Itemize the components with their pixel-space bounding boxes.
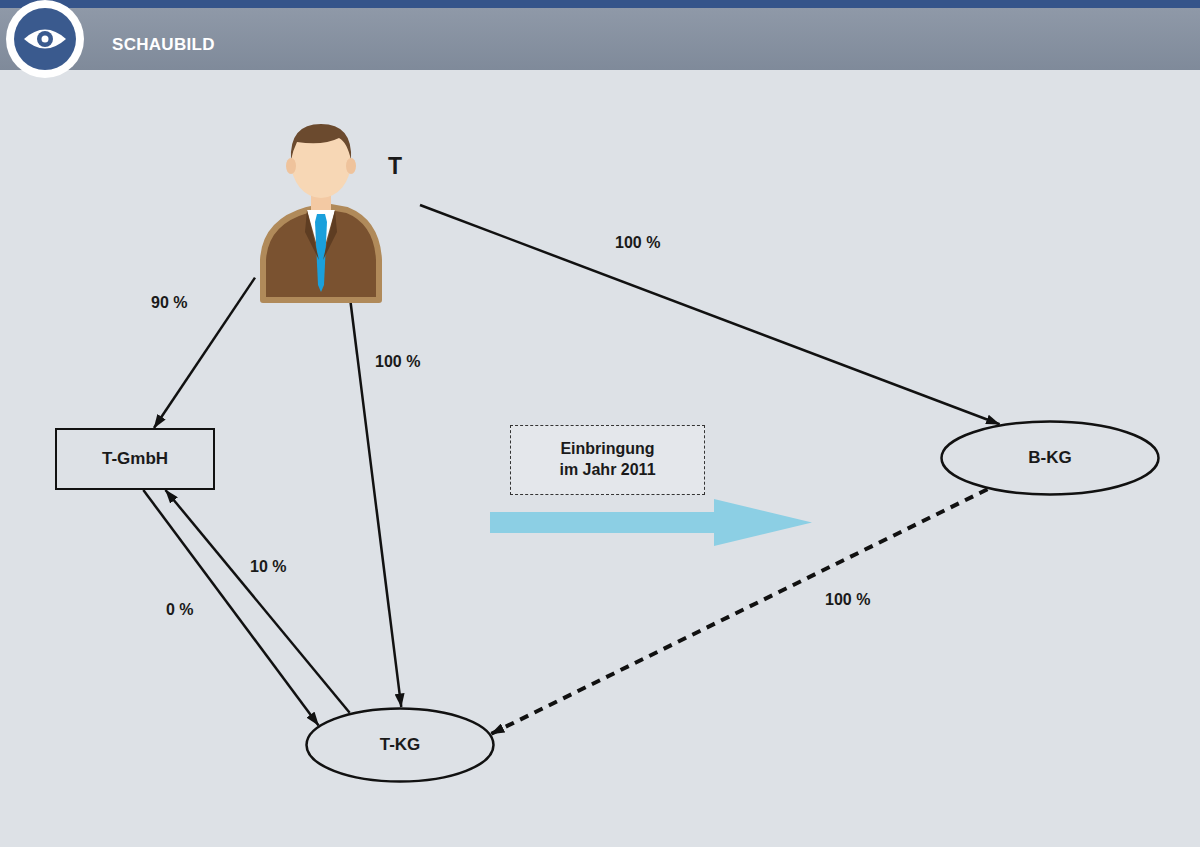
share-percentage: 0 % (163, 600, 197, 620)
ownership-arrow (143, 490, 318, 725)
header-bar (0, 8, 1200, 70)
node-label: T-GmbH (102, 448, 168, 470)
partnership-ellipse: B-KG (940, 420, 1160, 496)
node-label: B-KG (1028, 447, 1071, 469)
panel-title: SCHAUBILD (112, 35, 215, 55)
company-box: T-GmbH (55, 428, 215, 490)
note-box: Einbringung im Jahr 2011 (510, 425, 705, 495)
person-icon (255, 110, 420, 300)
node-label: T-KG (380, 734, 421, 756)
share-percentage: 100 % (612, 233, 663, 253)
share-percentage: 90 % (148, 293, 190, 313)
share-percentage: 100 % (822, 590, 873, 610)
partnership-ellipse: T-KG (305, 707, 495, 783)
share-percentage: 10 % (247, 557, 289, 577)
transfer-arrow (490, 499, 812, 546)
person-figure (263, 124, 379, 300)
header-strip (0, 0, 1200, 8)
share-percentage: 100 % (372, 352, 423, 372)
ellipse-shape (307, 709, 494, 782)
dashed-ownership-arrow (491, 489, 988, 734)
person-label: T (388, 152, 402, 182)
eye-icon (6, 0, 84, 78)
ellipse-shape (942, 422, 1159, 495)
node-label: Einbringung im Jahr 2011 (553, 439, 663, 481)
person-node: T (255, 110, 420, 300)
ownership-arrow (420, 205, 1000, 424)
